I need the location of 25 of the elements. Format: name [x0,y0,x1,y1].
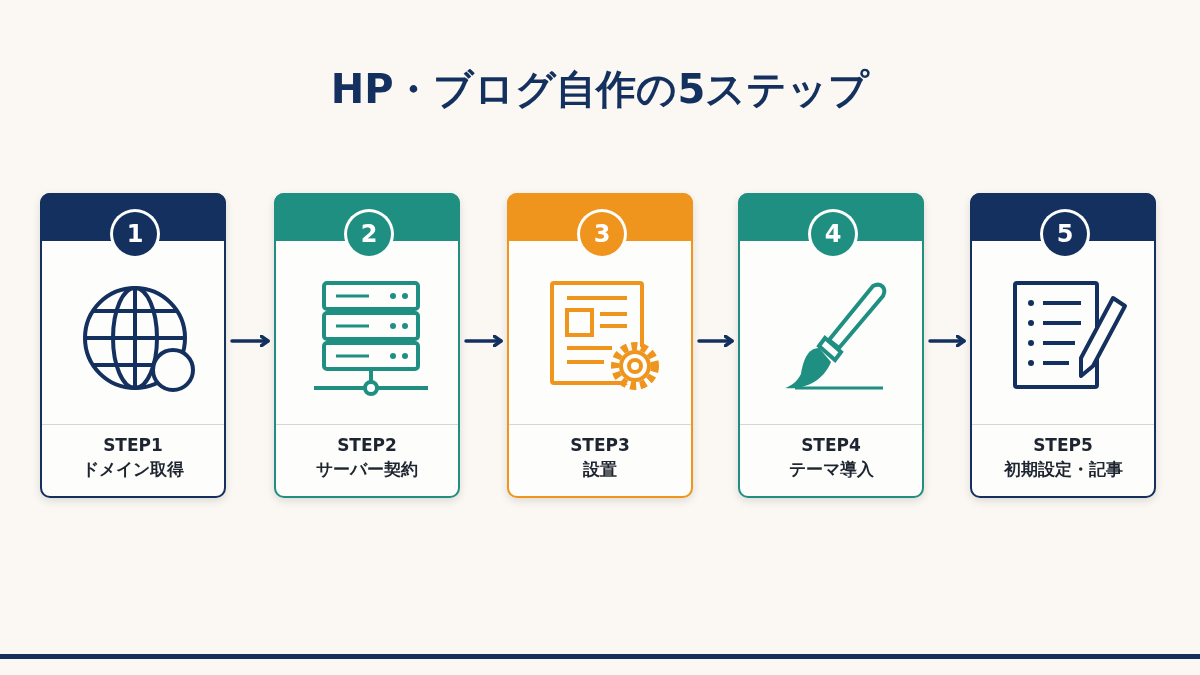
step-label: STEP3 [570,435,630,455]
step-card [507,193,693,498]
step-label: STEP4 [801,435,861,455]
step-label: STEP1 [103,435,163,455]
step-label: STEP5 [1033,435,1093,455]
step-label: STEP2 [337,435,397,455]
step-title: 設置 [583,459,617,479]
arrow [697,334,734,348]
arrow [464,334,503,348]
step-number: 2 [347,212,391,256]
step-card [274,193,460,498]
step-card [738,193,924,498]
step-card [970,193,1156,498]
title: HP・ブログ自作の5ステップ [330,66,870,112]
arrow [928,334,966,348]
step-title: 初期設定・記事 [1003,459,1123,479]
step-number: 3 [580,212,624,256]
step-title: ドメイン取得 [82,459,184,479]
step-number: 4 [811,212,855,256]
step-title: サーバー契約 [316,459,418,479]
step-card [40,193,226,498]
step-number: 5 [1043,212,1087,256]
arrow [230,334,270,348]
step-title: テーマ導入 [788,459,874,479]
step-number: 1 [113,212,157,256]
